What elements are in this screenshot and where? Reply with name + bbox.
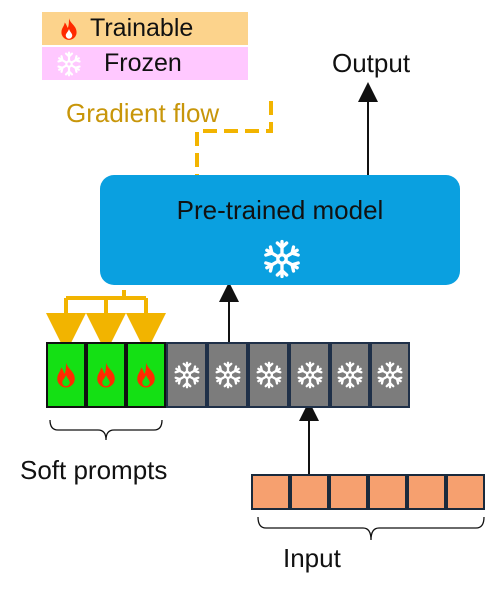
input-label: Input bbox=[283, 543, 341, 573]
snowflake-icon bbox=[297, 361, 322, 389]
soft-prompts-label: Soft prompts bbox=[20, 455, 168, 485]
pretrained-model-label: Pre-trained model bbox=[176, 195, 384, 225]
input-token bbox=[407, 474, 446, 510]
output-label: Output bbox=[332, 48, 411, 78]
soft-prompts-brace bbox=[49, 419, 163, 441]
frozen-token bbox=[207, 342, 248, 408]
snowflake-icon bbox=[215, 361, 240, 389]
legend-frozen: Frozen bbox=[42, 47, 248, 80]
soft-prompt-token bbox=[126, 342, 166, 408]
soft-prompt-token bbox=[46, 342, 86, 408]
snowflake-icon bbox=[256, 361, 281, 389]
snowflake-icon bbox=[174, 361, 199, 389]
frozen-token bbox=[289, 342, 330, 408]
input-token bbox=[290, 474, 329, 510]
snowflake-icon bbox=[377, 361, 403, 389]
pretrained-model-box: Pre-trained model bbox=[100, 175, 460, 285]
frozen-token bbox=[370, 342, 410, 408]
soft-prompt-token bbox=[86, 342, 126, 408]
input-brace bbox=[257, 516, 485, 541]
gradient-flow-label: Gradient flow bbox=[66, 98, 220, 128]
flame-icon bbox=[97, 362, 115, 388]
frozen-token bbox=[166, 342, 207, 408]
flame-icon bbox=[56, 16, 82, 42]
flame-icon bbox=[137, 362, 155, 388]
input-token bbox=[446, 474, 485, 510]
input-token bbox=[329, 474, 368, 510]
legend-trainable-label: Trainable bbox=[90, 14, 194, 42]
input-token bbox=[251, 474, 290, 510]
input-token bbox=[368, 474, 407, 510]
frozen-token bbox=[248, 342, 289, 408]
frozen-token bbox=[330, 342, 370, 408]
flame-icon bbox=[57, 362, 75, 388]
legend-trainable: Trainable bbox=[42, 12, 248, 45]
legend-frozen-label: Frozen bbox=[104, 49, 182, 77]
snowflake-icon bbox=[262, 239, 302, 279]
snowflake-icon bbox=[56, 51, 82, 77]
snowflake-icon bbox=[337, 361, 363, 389]
